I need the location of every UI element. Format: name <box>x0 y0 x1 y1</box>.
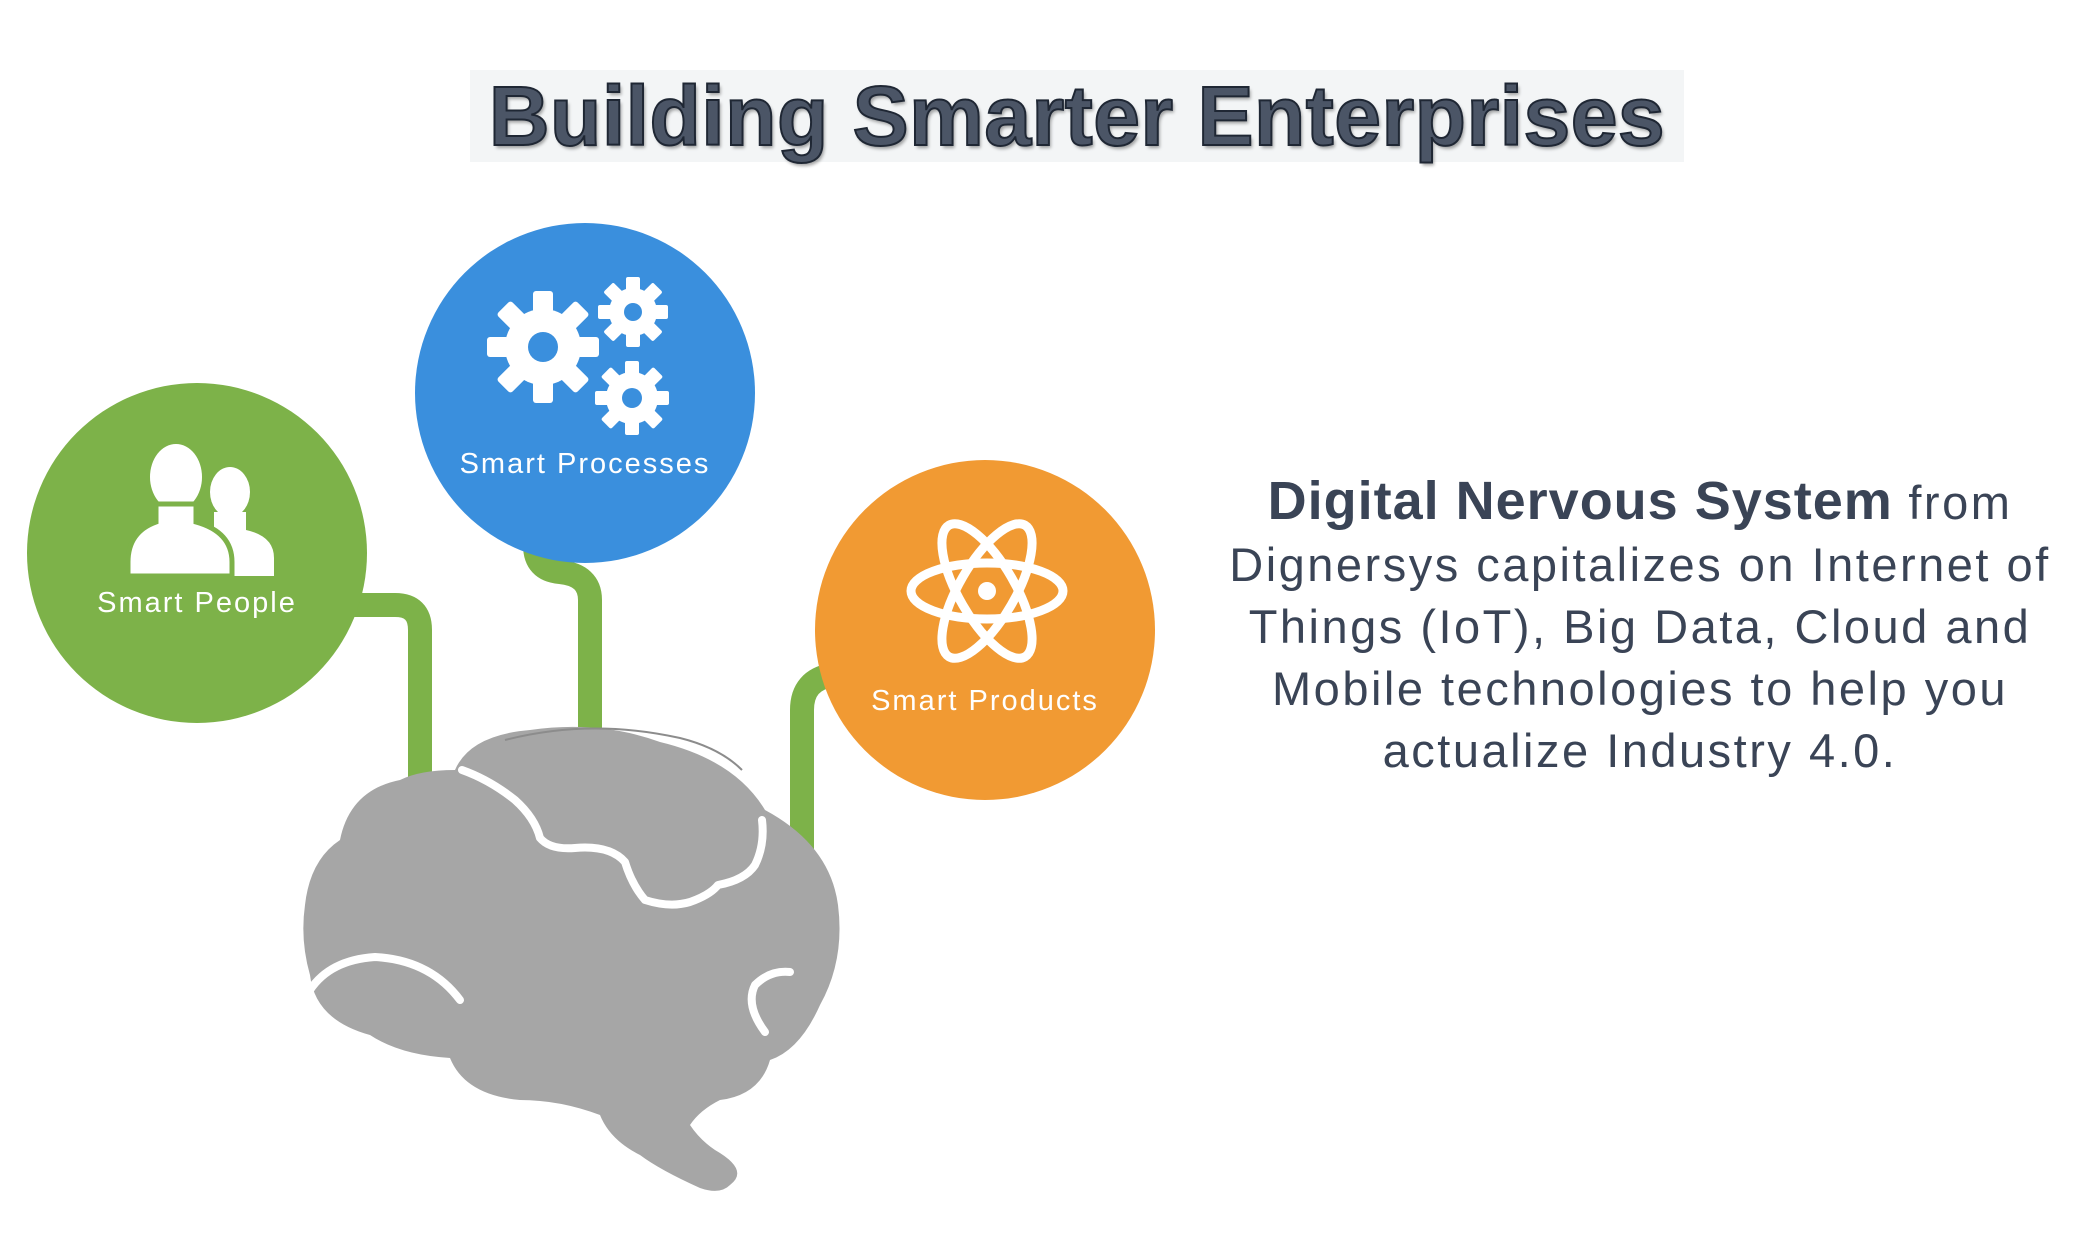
smart-people-label: Smart People <box>97 587 297 619</box>
node-smart-products: Smart Products <box>815 460 1155 800</box>
node-smart-processes: Smart Processes <box>415 223 755 563</box>
node-smart-people: Smart People <box>27 383 367 723</box>
connector-products <box>802 675 832 850</box>
smart-processes-label: Smart Processes <box>460 448 711 480</box>
description-highlight: Digital Nervous System <box>1268 471 1893 531</box>
connector-processes <box>535 545 590 740</box>
brain-icon <box>303 727 839 1191</box>
description-text: Digital Nervous System from Dignersys ca… <box>1200 470 2080 782</box>
smart-products-label: Smart Products <box>871 685 1099 717</box>
connector-people <box>348 605 420 790</box>
